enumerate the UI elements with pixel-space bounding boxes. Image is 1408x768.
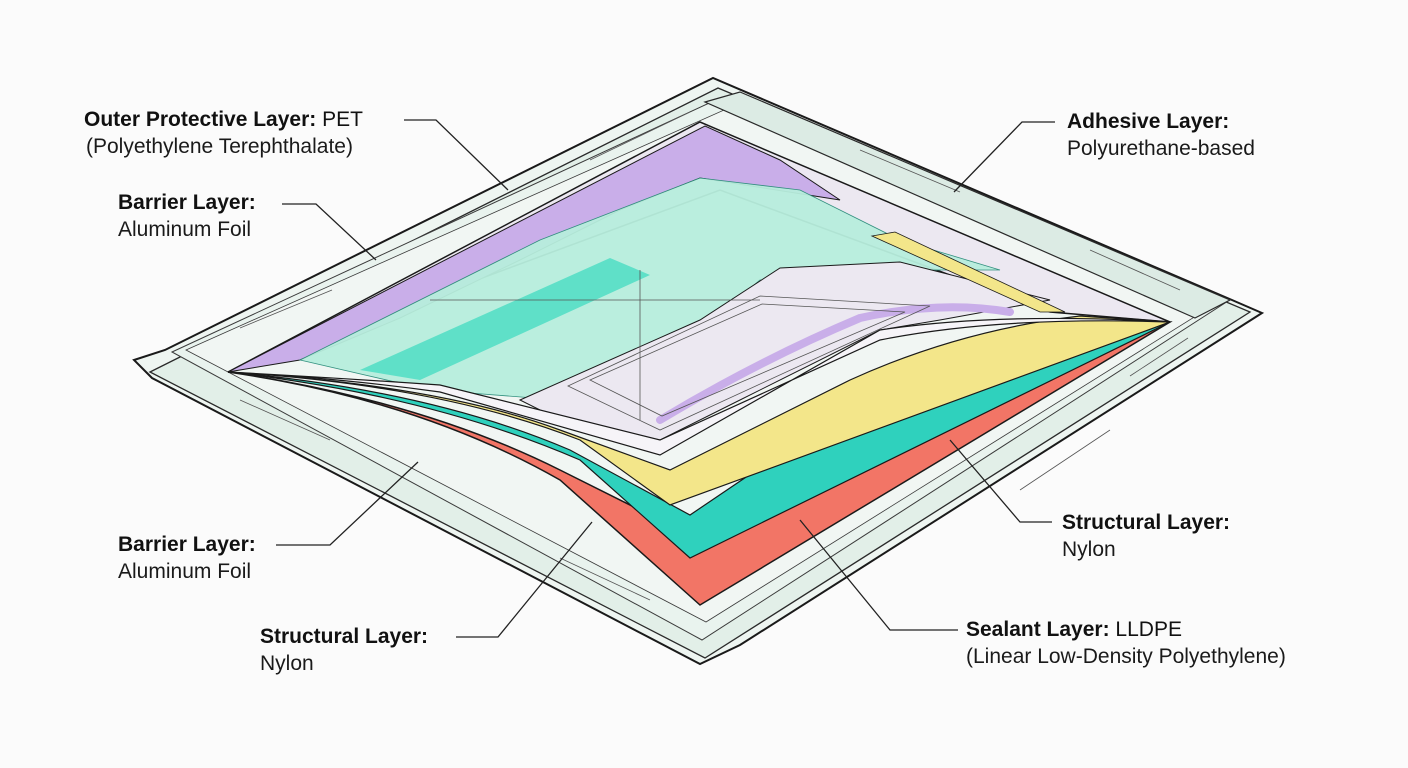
label-sealant-name: Sealant Layer: xyxy=(966,618,1110,641)
guide-lines xyxy=(430,270,931,431)
label-barrier-top-detail: Aluminum Foil xyxy=(118,218,252,241)
label-structural-left: Structural Layer: Nylon xyxy=(260,623,428,677)
label-barrier-top: Barrier Layer: Aluminum Foil xyxy=(118,189,256,243)
label-outer-protective-name: Outer Protective Layer: xyxy=(84,108,317,131)
label-structural-left-name: Structural Layer: xyxy=(260,625,429,648)
yellow-edge-strip xyxy=(870,231,1066,313)
label-outer-protective: Outer Protective Layer: PET (Polyethylen… xyxy=(84,106,363,160)
label-structural-left-detail: Nylon xyxy=(260,652,314,675)
label-barrier-top-name: Barrier Layer: xyxy=(118,191,256,214)
leader-lines xyxy=(276,119,1055,638)
barrier-teal-stripe xyxy=(360,258,650,380)
label-structural-right: Structural Layer: Nylon xyxy=(1062,509,1230,563)
purple-curl xyxy=(656,303,1014,424)
top-curl-edge xyxy=(227,317,1171,456)
label-adhesive: Adhesive Layer: Polyurethane-based xyxy=(1067,108,1255,162)
label-sealant-detail: (Linear Low-Density Polyethylene) xyxy=(966,645,1286,668)
label-structural-right-name: Structural Layer: xyxy=(1062,511,1231,534)
label-barrier-bottom: Barrier Layer: Aluminum Foil xyxy=(118,531,256,585)
label-adhesive-detail: Polyurethane-based xyxy=(1067,137,1255,160)
adhesive-layer xyxy=(227,315,1171,506)
label-outer-protective-material: PET xyxy=(322,108,363,131)
label-structural-right-detail: Nylon xyxy=(1062,538,1116,561)
label-sealant-material: LLDPE xyxy=(1115,618,1182,641)
label-adhesive-name: Adhesive Layer: xyxy=(1067,110,1230,133)
label-outer-protective-detail: (Polyethylene Terephthalate) xyxy=(86,135,353,158)
label-sealant: Sealant Layer: LLDPE (Linear Low-Density… xyxy=(966,616,1286,670)
label-barrier-bottom-name: Barrier Layer: xyxy=(118,533,256,556)
label-barrier-bottom-detail: Aluminum Foil xyxy=(118,560,252,583)
